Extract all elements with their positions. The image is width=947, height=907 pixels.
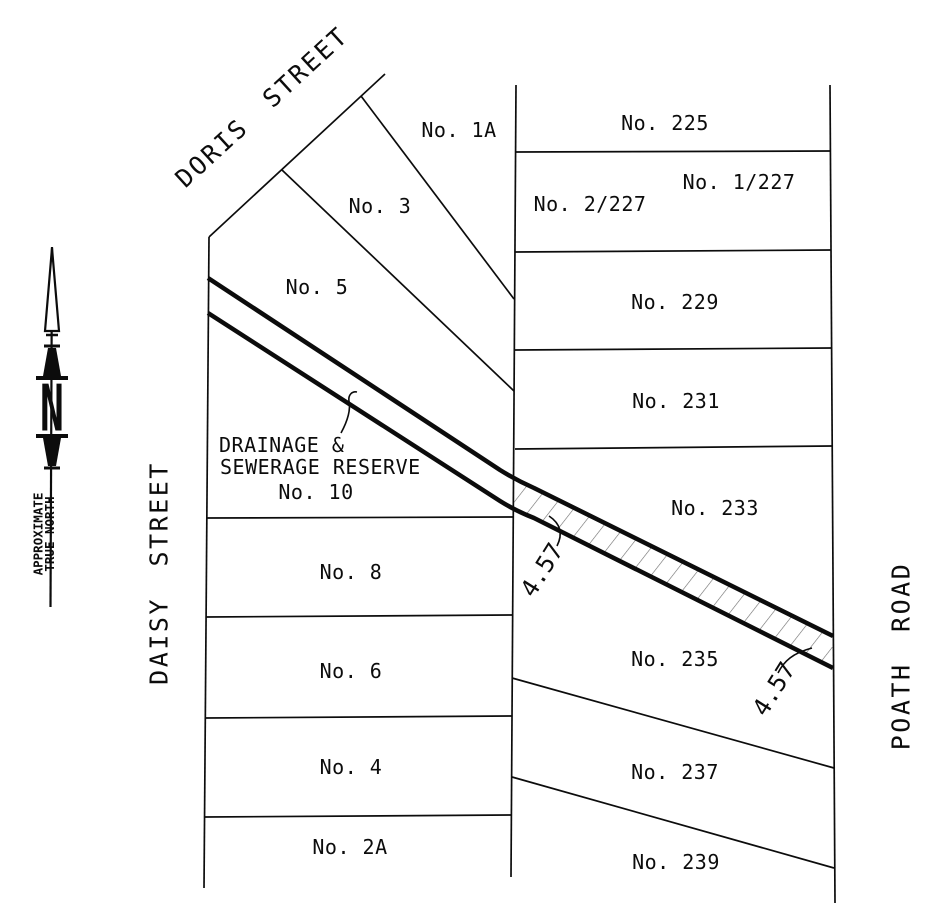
lot-label-8: No. 8: [320, 560, 383, 584]
lot-label-235: No. 235: [631, 647, 719, 671]
reserve-hatched-area: [514, 480, 833, 668]
lot-boundary-225-227: [515, 150, 832, 153]
reserve-label-line1: DRAINAGE &: [219, 433, 344, 457]
reserve-upper-edge: [206, 276, 834, 639]
lot-label-4: No. 4: [320, 755, 383, 779]
lot-label-231: No. 231: [632, 389, 720, 413]
lot-boundary-6-4: [205, 715, 513, 719]
lot-boundary-3-5: [281, 169, 515, 392]
reserve-label-line2: SEWERAGE RESERVE: [220, 455, 421, 479]
lot-label-10: No. 10: [278, 480, 353, 504]
north-arrow-head: [43, 247, 61, 333]
reserve-lower-edge: [206, 311, 835, 671]
east-lot-labels: No. 225 No. 1/227 No. 2/227 No. 229 No. …: [534, 111, 796, 874]
dim-east-leader-line: [777, 647, 813, 674]
north-caption-approximate: APPROXIMATE: [31, 493, 46, 576]
lot-label-225: No. 225: [621, 111, 709, 135]
leader-lines: [340, 391, 813, 674]
lot-label-233: No. 233: [671, 496, 759, 520]
lot-boundary-1a-3: [360, 95, 515, 300]
lot-label-1-227: No. 1/227: [683, 170, 796, 194]
street-label-daisy: DAISY STREET: [145, 461, 174, 685]
lot-boundary-229-231: [514, 347, 833, 351]
lot-boundary-8-6: [205, 614, 513, 618]
lot-label-5: No. 5: [286, 275, 349, 299]
lot-label-3: No. 3: [349, 194, 412, 218]
west-lot-labels: No. 1A No. 3 No. 5 No. 10 No. 8 No. 6 No…: [278, 118, 496, 859]
lot-label-239: No. 239: [632, 850, 720, 874]
lot-label-1a: No. 1A: [421, 118, 496, 142]
middle-rear-boundary-line: [510, 84, 517, 878]
north-arrow-wedge-bottom: [43, 438, 61, 466]
lot-boundary-235-237: [511, 677, 835, 769]
lot-label-6: No. 6: [320, 659, 383, 683]
west-block-boundaries: [203, 73, 515, 889]
lot-boundary-10-8: [206, 516, 514, 519]
street-label-poath: POATH ROAD: [887, 562, 916, 751]
doris-street-frontage-line: [208, 73, 386, 238]
east-block-boundaries: [510, 84, 836, 904]
lot-label-229: No. 229: [631, 290, 719, 314]
poath-road-frontage-line: [829, 84, 836, 904]
lot-boundary-231-233: [514, 445, 833, 450]
north-arrow: N APPROXIMATE TRUE NORTH: [31, 246, 68, 608]
lot-label-2a: No. 2A: [312, 835, 387, 859]
drainage-reserve-strip: [206, 276, 835, 671]
dim-west-leader-line: [548, 515, 562, 547]
north-caption-true-north: TRUE NORTH: [42, 496, 57, 571]
north-arrow-wedge-top: [43, 348, 61, 376]
lot-boundary-4-2a: [204, 814, 512, 818]
north-letter: N: [40, 372, 64, 447]
lot-boundary-227-229: [514, 249, 832, 253]
reserve-leader-line: [340, 391, 358, 434]
lot-label-237: No. 237: [631, 760, 719, 784]
daisy-street-frontage-line: [203, 236, 210, 889]
lot-boundary-237-239: [511, 776, 835, 869]
lot-label-2-227: No. 2/227: [534, 192, 647, 216]
